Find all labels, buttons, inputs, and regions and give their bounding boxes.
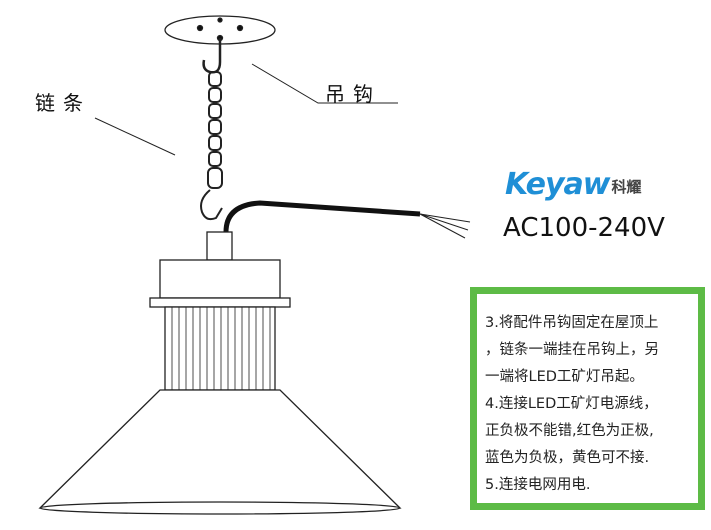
brand-logo: Keyaw 科耀 [505, 170, 641, 200]
instruction-line: 一端将LED工矿灯吊起。 [485, 369, 644, 385]
heat-sink-fins [171, 307, 271, 390]
instruction-line: 5.连接电网用电. [485, 477, 591, 493]
chain-label: 链条 [35, 91, 91, 115]
hook-leader-line [251, 63, 398, 104]
power-cable [223, 200, 471, 239]
chain [200, 71, 223, 221]
ceiling-plate [164, 15, 276, 45]
voltage-label: AC100-240V [503, 213, 665, 243]
instruction-line: 正负极不能错,红色为正极, [485, 423, 654, 439]
logo-chinese: 科耀 [611, 178, 642, 196]
hook-label: 吊钩 [325, 82, 381, 106]
instruction-line: 蓝色为负极，黄色可不接. [485, 450, 650, 466]
lamp-body [38, 231, 402, 515]
instruction-line: 3.将配件吊钩固定在屋顶上 [485, 315, 659, 331]
instructions-box: 3.将配件吊钩固定在屋顶上 ，链条一端挂在吊钩上，另 一端将LED工矿灯吊起。 … [470, 287, 705, 510]
instruction-line: 4.连接LED工矿灯电源线， [485, 396, 658, 412]
chain-leader-line [94, 117, 176, 156]
instruction-line: ，链条一端挂在吊钩上，另 [485, 342, 659, 358]
logo-word: Keyaw [505, 167, 610, 202]
